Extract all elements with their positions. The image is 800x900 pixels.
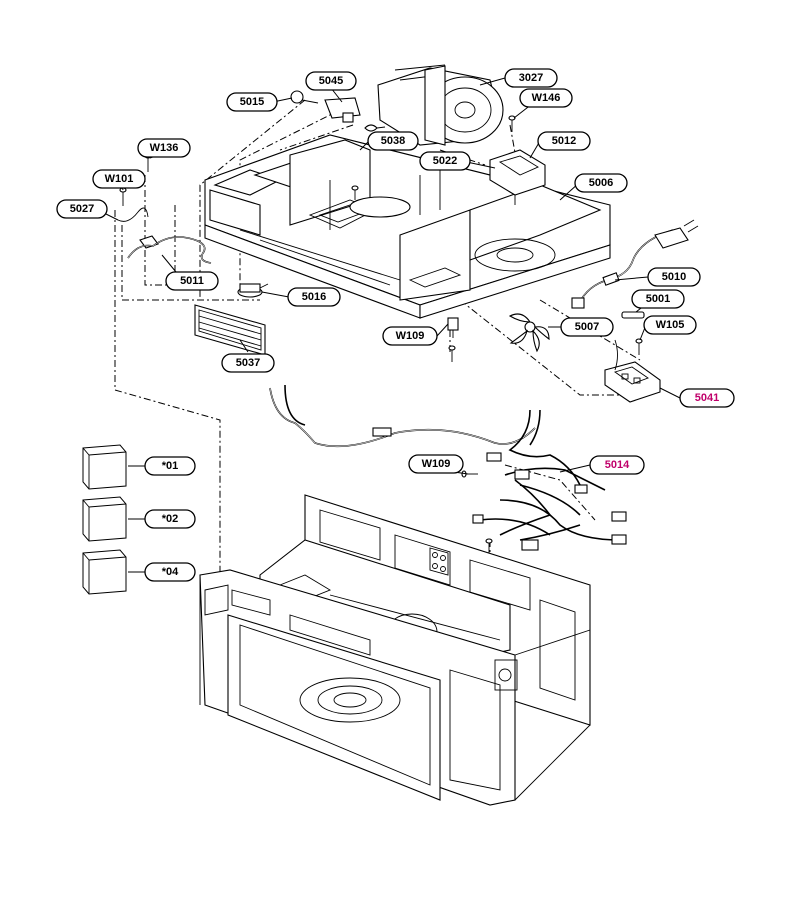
callout-5037: 5037 [221,353,275,373]
callout-5027: 5027 [56,199,108,219]
callout-W101-label: W101 [105,173,134,185]
callout-3027-label: 3027 [519,72,543,84]
packing-box-04 [82,549,127,595]
callout-5022-label: 5022 [433,155,457,167]
callout-W136-label: W136 [150,142,179,154]
callout-02: *02 [144,509,196,529]
oven-cavity-assembly [199,494,591,806]
thermal-cutout-wires [117,207,212,264]
callout-5014: 5014 [589,455,645,475]
callout-W105-label: W105 [656,319,685,331]
callout-5006: 5006 [574,173,628,193]
callout-5011-label: 5011 [180,275,204,287]
callout-5012: 5012 [537,131,591,151]
callout-5011: 5011 [165,271,219,291]
callout-01-label: *01 [162,460,179,472]
wire-harness [269,384,627,551]
callout-5041-label: 5041 [695,392,719,404]
callout-02-label: *02 [162,513,179,525]
grease-filter [194,304,266,356]
callout-5022: 5022 [419,151,471,171]
callout-5012-label: 5012 [552,135,576,147]
power-cord [571,219,699,309]
lamp-socket-parts [290,90,386,132]
callout-5016: 5016 [287,287,341,307]
fan-blade [508,313,550,353]
packing-box-01 [82,444,127,490]
callout-04-label: *04 [162,566,179,578]
callout-W105: W105 [643,315,697,335]
callout-W109-bottom: W109 [408,454,464,474]
control-board [604,339,661,403]
callout-W109-bottom-label: W109 [422,458,451,470]
callout-5045: 5045 [305,71,357,91]
callout-3027: 3027 [504,68,558,88]
callout-5041: 5041 [679,388,735,408]
callout-5038: 5038 [367,131,419,151]
callout-01: *01 [144,456,196,476]
callout-W146-label: W146 [532,92,561,104]
callout-5001: 5001 [631,289,685,309]
callout-5037-label: 5037 [236,357,260,369]
callout-5016-label: 5016 [302,291,326,303]
callout-5010-label: 5010 [662,271,686,283]
callout-5015-label: 5015 [240,96,264,108]
callout-W109-top: W109 [382,326,438,346]
blower-motor [489,149,546,205]
callout-5007: 5007 [560,317,614,337]
callout-5007-label: 5007 [575,321,599,333]
callout-5006-label: 5006 [589,177,613,189]
packing-box-02 [82,496,127,542]
callout-5014-label: 5014 [605,459,630,471]
chassis-base-plate [204,134,611,319]
callout-5045-label: 5045 [319,75,343,87]
callout-W109-top-label: W109 [396,330,425,342]
callout-W146: W146 [519,88,573,108]
callout-W136: W136 [137,138,191,158]
callout-5001-label: 5001 [646,293,670,305]
callout-5015: 5015 [226,92,278,112]
callout-5010: 5010 [647,267,701,287]
callout-04: *04 [144,562,196,582]
callout-W101: W101 [92,169,146,189]
callout-5027-label: 5027 [70,203,94,215]
noise-filter [621,311,645,319]
callout-5038-label: 5038 [381,135,405,147]
blower-assembly [377,64,504,146]
thermostat-part [237,283,269,298]
